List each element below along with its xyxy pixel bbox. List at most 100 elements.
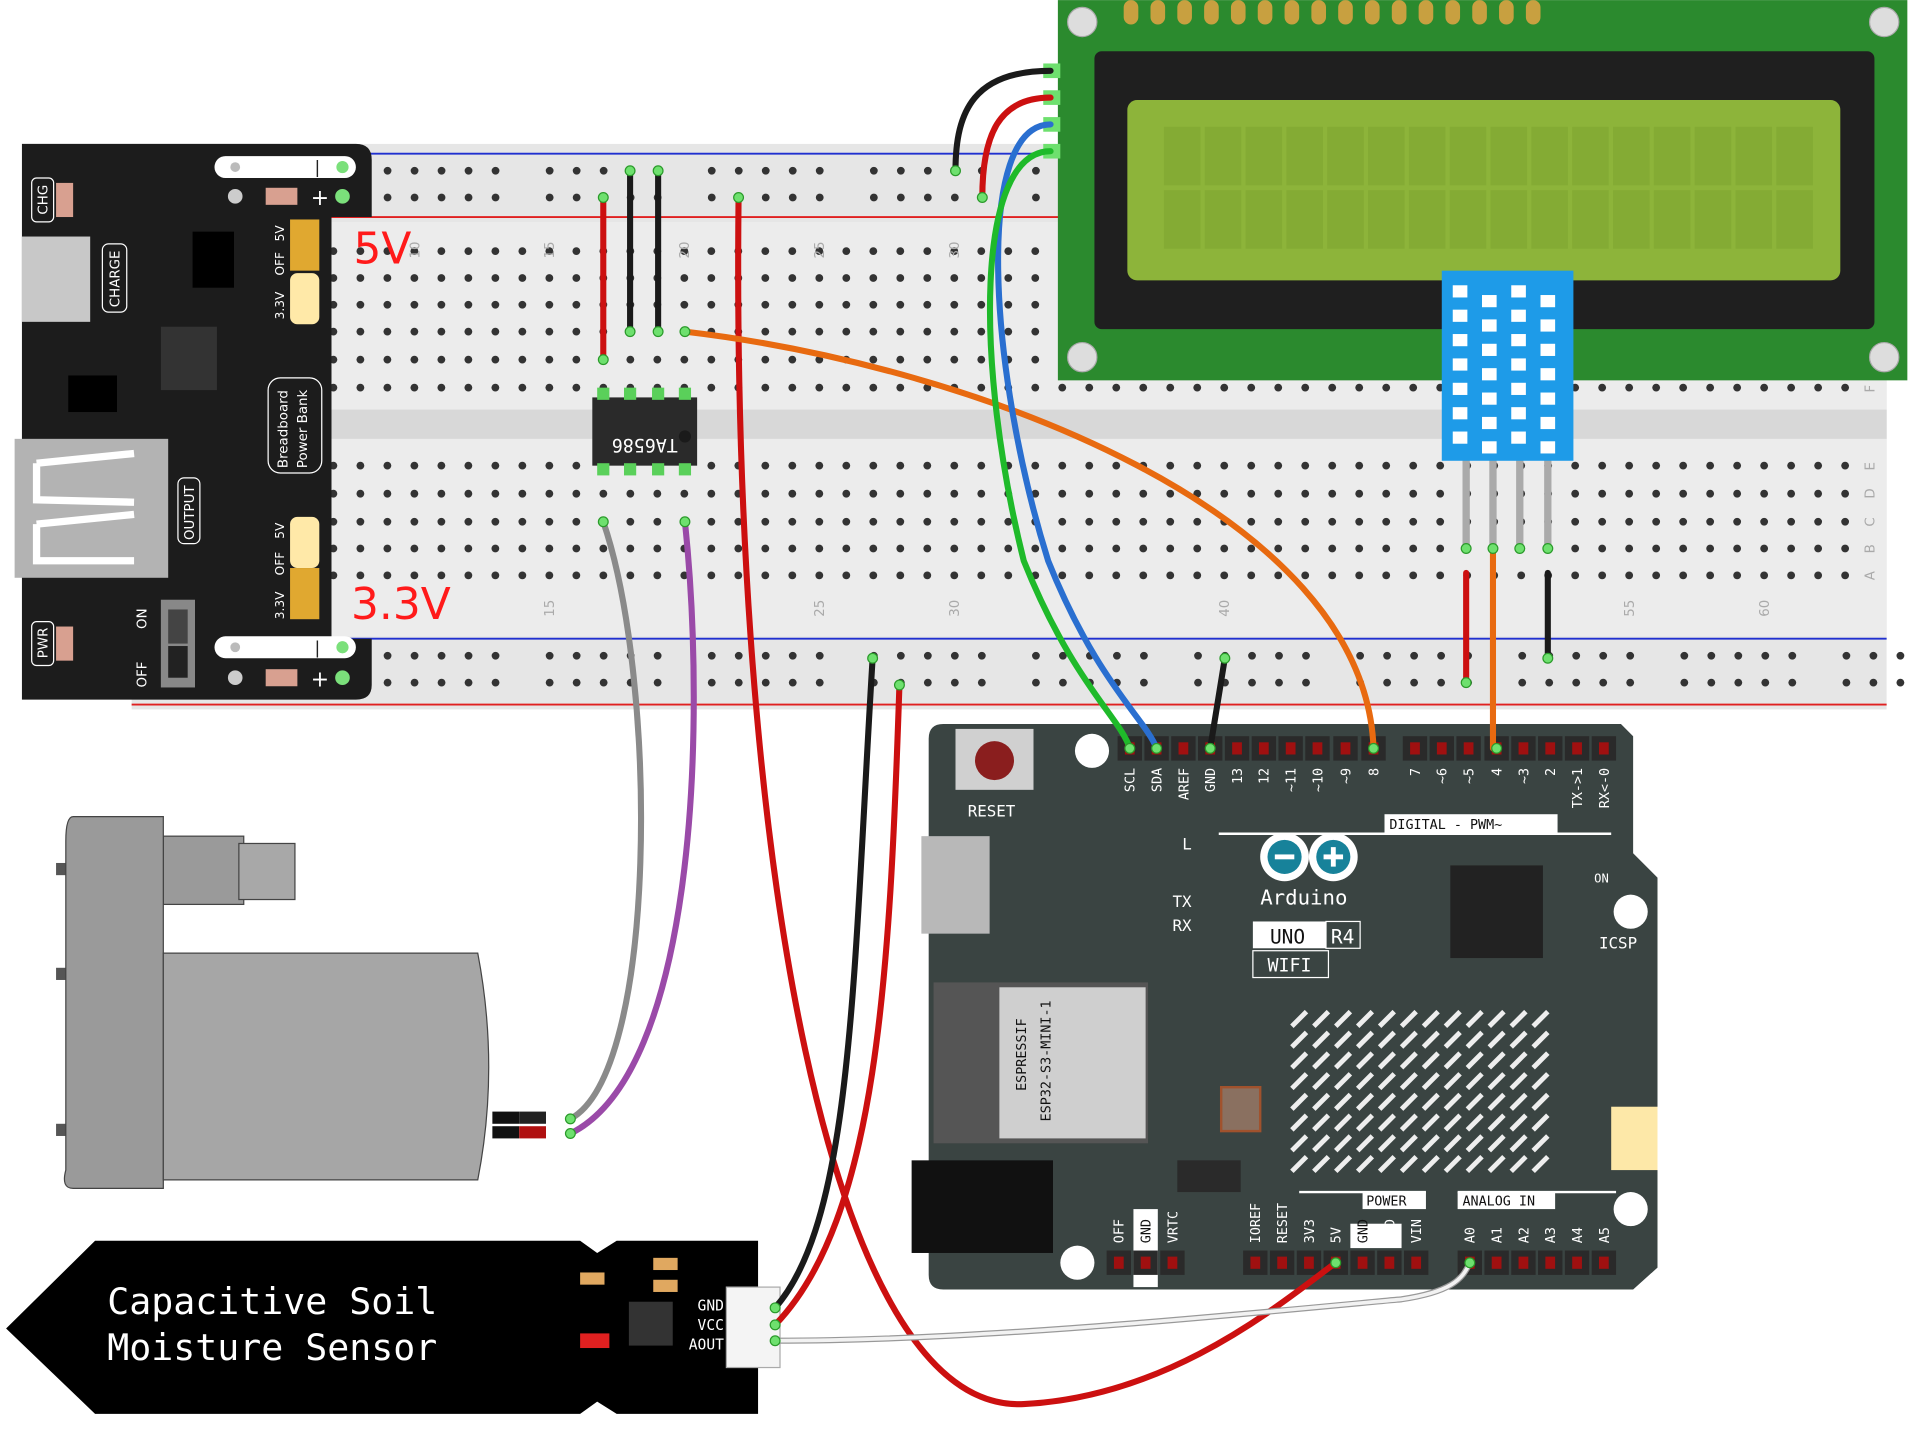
matrix-led — [1399, 1113, 1418, 1132]
rail-hole — [923, 193, 932, 202]
hole — [1301, 544, 1310, 553]
vent-slot — [1511, 431, 1526, 444]
wire-gray-motor[interactable] — [567, 518, 644, 1122]
rail-hole — [1761, 651, 1770, 660]
hole — [923, 355, 932, 364]
wire-blue-lcd-sda[interactable] — [995, 121, 1160, 752]
jumper-3v3-bottom[interactable] — [290, 568, 320, 620]
hole — [653, 355, 662, 364]
hole — [383, 355, 392, 364]
jumper-5v-top[interactable] — [290, 219, 320, 271]
wire-end — [564, 1128, 576, 1140]
model-box — [1252, 921, 1326, 949]
rail-hole — [761, 678, 770, 687]
output-label: OUTPUT — [183, 485, 198, 540]
hole — [1382, 461, 1391, 470]
hole — [1382, 489, 1391, 498]
sensor-board — [6, 1240, 759, 1414]
chip-label: TA6586 — [612, 434, 678, 455]
hole — [1841, 489, 1850, 498]
hole — [1436, 461, 1445, 470]
matrix-led — [1531, 1072, 1550, 1091]
hole — [707, 274, 716, 282]
rail-hole — [572, 166, 581, 175]
lcd-pin — [1284, 0, 1300, 25]
hole — [437, 355, 446, 364]
hole — [1139, 544, 1148, 553]
lcd-cell — [1776, 126, 1813, 186]
matrix-led — [1465, 1030, 1484, 1049]
hole — [680, 300, 689, 309]
vent-slot — [1511, 334, 1526, 347]
vent-slot — [1540, 319, 1556, 332]
rail-hole — [1140, 651, 1148, 660]
digital-pwm-label: DIGITAL - PWM~ — [1389, 818, 1502, 833]
lcd-cell — [1531, 126, 1568, 186]
hole — [437, 461, 446, 470]
hole — [1571, 571, 1580, 580]
wire-red-lcd-vcc[interactable] — [979, 94, 1054, 201]
hole — [1760, 517, 1769, 526]
wire-end — [597, 516, 609, 528]
wire-red-sensor-vcc[interactable] — [772, 681, 903, 1328]
wire-end — [564, 1113, 576, 1125]
wire-black-lcd-gnd[interactable] — [952, 67, 1054, 174]
rail-hole — [950, 193, 959, 202]
wire-black-sensor-gnd[interactable] — [772, 655, 876, 1311]
lcd-cell — [1368, 126, 1405, 186]
wire-black-arduino-gnd[interactable] — [1207, 655, 1228, 752]
vent-slot — [1452, 407, 1468, 420]
rail-hole — [1383, 651, 1392, 660]
hole — [1733, 383, 1742, 392]
hole — [572, 517, 581, 526]
rail-hole — [410, 166, 419, 175]
hole — [599, 544, 608, 553]
wire-orange-pin8[interactable] — [681, 328, 1377, 752]
hole — [1247, 489, 1256, 498]
rail-hole — [1761, 678, 1770, 687]
wire-green-lcd-scl[interactable] — [986, 148, 1133, 752]
sensor-title-line1: Capacitive Soil — [107, 1280, 437, 1323]
hole — [950, 571, 959, 580]
hole — [1679, 571, 1688, 580]
hole — [1328, 571, 1337, 580]
rail-hole — [1410, 651, 1419, 660]
pin — [227, 670, 243, 686]
matrix-led — [1509, 1072, 1528, 1091]
hole — [437, 274, 446, 282]
matrix-led — [1443, 1154, 1462, 1174]
vent-slot — [1452, 382, 1468, 395]
wire-purple-motor[interactable] — [567, 518, 697, 1137]
wire-end — [769, 1302, 781, 1314]
hole — [1004, 327, 1013, 336]
hole — [437, 247, 446, 256]
hole — [356, 327, 365, 336]
hole — [1355, 383, 1364, 392]
hole — [1598, 383, 1607, 392]
matrix-led — [1531, 1092, 1550, 1111]
wire-white-sensor-aout[interactable] — [773, 1260, 1472, 1343]
hole — [491, 383, 500, 392]
hole — [545, 517, 554, 526]
hole — [626, 544, 635, 553]
hole — [572, 300, 581, 309]
hole — [815, 274, 824, 282]
rail-hole — [437, 678, 446, 687]
hole — [1733, 544, 1742, 553]
wire-red-5v-to-arduino[interactable] — [735, 194, 1339, 1408]
header-pin — [1463, 742, 1474, 755]
header-pin — [1599, 1256, 1609, 1269]
rail-hole — [410, 193, 419, 202]
reset-button-cap[interactable] — [975, 741, 1014, 781]
hole — [950, 300, 959, 309]
hole — [356, 461, 365, 470]
lcd-pin — [1338, 0, 1353, 25]
module-title-line1: Breadboard — [277, 390, 292, 468]
rail-hole — [410, 678, 419, 687]
hole — [761, 355, 770, 364]
pin-label-gnd: GND — [698, 1297, 724, 1314]
hole — [437, 489, 446, 498]
smd — [653, 1279, 678, 1292]
jumper-label: OFF — [273, 552, 287, 576]
hole — [707, 461, 716, 470]
